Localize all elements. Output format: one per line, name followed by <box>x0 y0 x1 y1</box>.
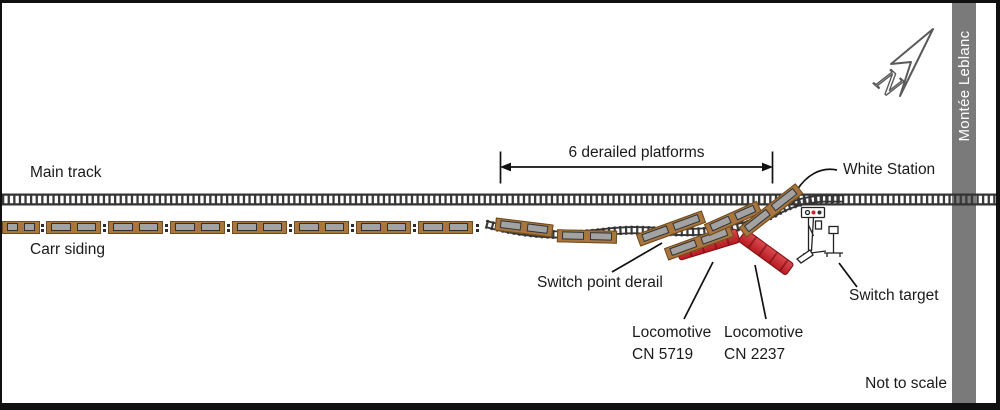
locomotive-2-line2: CN 2237 <box>724 345 786 363</box>
locomotive-2-line1: Locomotive <box>724 324 804 341</box>
locomotive-2237-leader <box>754 264 767 320</box>
locomotive-1-line1: Locomotive <box>632 324 712 341</box>
switch-target-flag <box>824 225 843 257</box>
white-station-label: White Station <box>843 161 936 178</box>
switch-point-derail-label: Switch point derail <box>537 274 663 291</box>
white-station-leader <box>796 168 838 191</box>
switch-target-label: Switch target <box>849 287 939 304</box>
switch-target-leader <box>838 262 858 288</box>
frame-border-top <box>0 0 1000 3</box>
leader-lines <box>611 168 858 320</box>
locomotive-1-line2: CN 5719 <box>632 345 694 363</box>
carr-siding-label: Carr siding <box>30 241 105 258</box>
frame-border-bottom <box>0 403 1000 410</box>
main-track <box>2 193 996 206</box>
not-to-scale-label: Not to scale <box>865 375 947 392</box>
switch-point-derail-leader <box>611 242 663 273</box>
compass-north-icon: N <box>866 28 934 107</box>
frame-border-right <box>996 0 1000 410</box>
switch-stand <box>795 206 843 264</box>
locomotive-5719-leader <box>683 261 714 320</box>
locomotive-cn-2237-label: Locomotive CN 2237 <box>724 322 803 365</box>
locomotive-cn-5719-label: Locomotive CN 5719 <box>632 322 711 365</box>
main-track-label: Main track <box>30 164 102 181</box>
derailed-span-arrow <box>499 151 774 184</box>
switch-stand-foot <box>795 249 814 264</box>
derailed-platforms-label: 6 derailed platforms <box>568 144 705 161</box>
frame-border-left <box>0 0 2 410</box>
